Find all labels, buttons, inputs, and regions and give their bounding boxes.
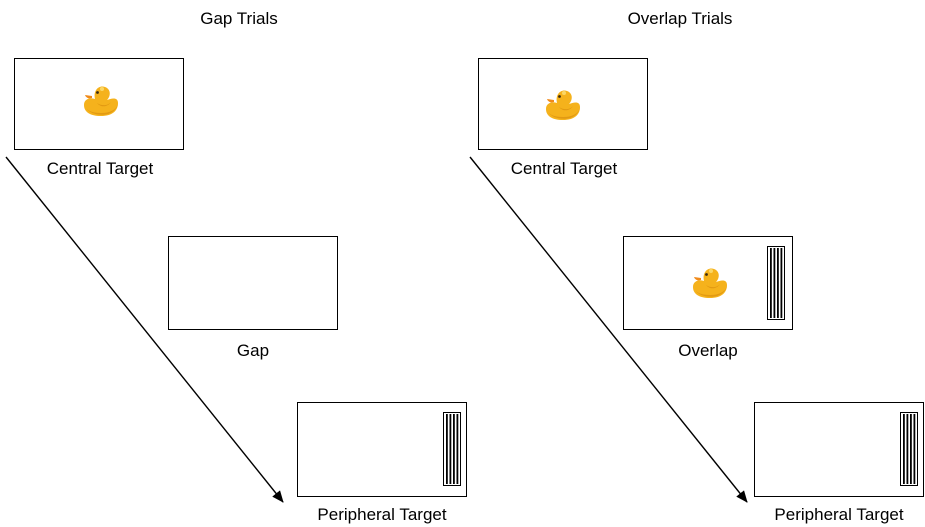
vertical-grating-icon	[900, 412, 918, 486]
rubber-duck-icon	[689, 265, 729, 301]
overlap-time-arrow	[469, 156, 748, 503]
gap-peripheral-target-label: Peripheral Target	[317, 505, 447, 524]
overlap-screen	[623, 236, 793, 330]
overlap-peripheral-target-label: Peripheral Target	[774, 505, 904, 524]
gap-trials-title: Gap Trials	[200, 9, 278, 28]
overlap-central-target-label: Central Target	[510, 159, 618, 178]
gap-blank-screen	[168, 236, 338, 330]
gap-label: Gap	[236, 341, 270, 360]
overlap-trials-title: Overlap Trials	[627, 9, 733, 28]
gap-central-target-screen	[14, 58, 184, 150]
rubber-duck-icon	[542, 87, 582, 123]
overlap-central-target-screen	[478, 58, 648, 150]
vertical-grating-icon	[443, 412, 461, 486]
gap-time-arrow	[5, 156, 284, 503]
overlap-peripheral-target-screen	[754, 402, 924, 497]
rubber-duck-icon	[80, 83, 120, 119]
vertical-grating-icon	[767, 246, 785, 320]
overlap-label: Overlap	[678, 341, 738, 360]
gap-peripheral-target-screen	[297, 402, 467, 497]
gap-central-target-label: Central Target	[46, 159, 154, 178]
